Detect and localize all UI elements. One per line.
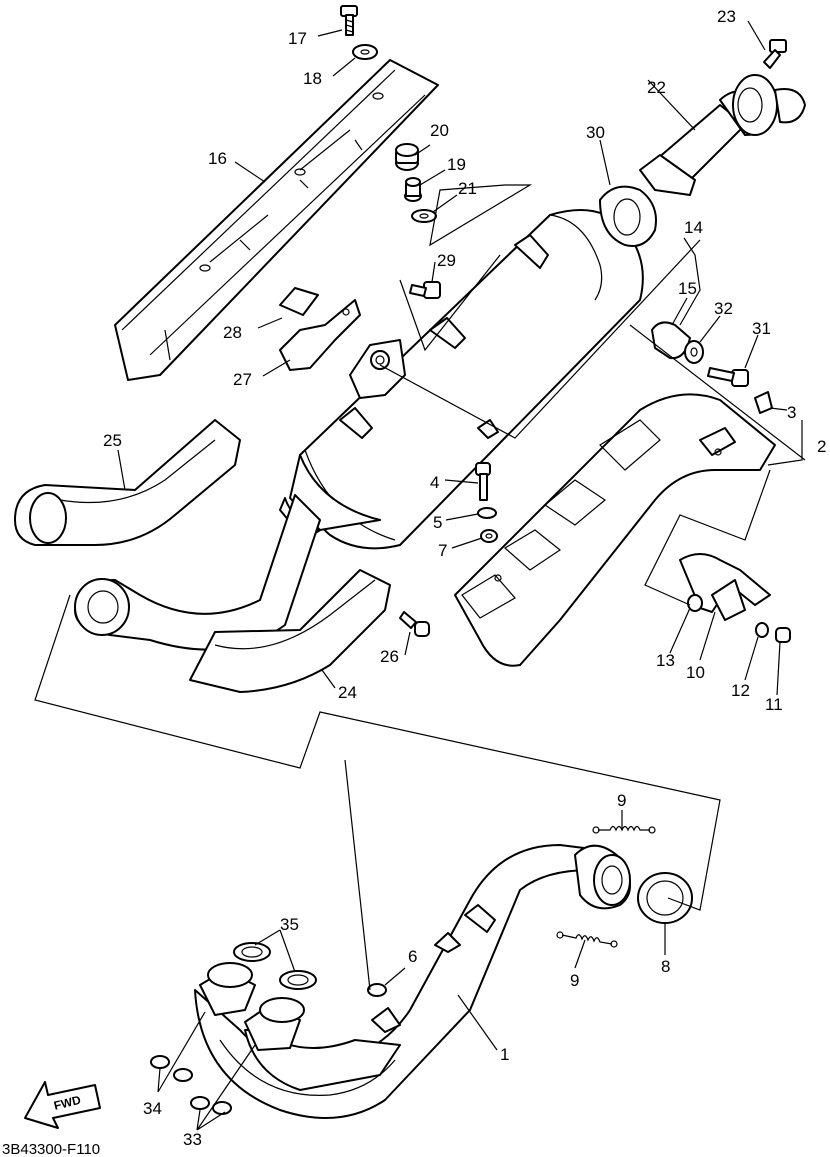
part-18-washer bbox=[352, 44, 378, 60]
part-29-bolt bbox=[409, 281, 441, 299]
part-32-washer bbox=[684, 340, 704, 364]
part-26-screw bbox=[399, 611, 430, 637]
part-33-nuts bbox=[190, 1096, 232, 1115]
part-31-bolt bbox=[707, 367, 749, 387]
callout-2: 2 bbox=[817, 437, 826, 456]
callout-9-lower: 9 bbox=[570, 971, 579, 990]
callout-1: 1 bbox=[500, 1045, 509, 1064]
callout-25: 25 bbox=[103, 431, 122, 450]
part-5-washer bbox=[477, 507, 497, 519]
callout-16: 16 bbox=[208, 149, 227, 168]
part-3-bracket-clip bbox=[754, 391, 773, 414]
part-22-tail-pipe bbox=[639, 74, 806, 196]
callout-6: 6 bbox=[408, 947, 417, 966]
callout-31: 31 bbox=[752, 319, 771, 338]
callout-3: 3 bbox=[787, 403, 796, 422]
part-30-gasket bbox=[599, 185, 657, 247]
callout-23: 23 bbox=[717, 7, 736, 26]
callout-18: 18 bbox=[303, 69, 322, 88]
part-9-spring-lower bbox=[556, 931, 618, 948]
part-4-screw bbox=[475, 462, 491, 501]
part-1-exhaust-pipe bbox=[194, 844, 631, 1119]
callout-33: 33 bbox=[183, 1130, 202, 1149]
callout-32: 32 bbox=[714, 299, 733, 318]
callout-13: 13 bbox=[656, 651, 675, 670]
part-11-bolt bbox=[775, 627, 791, 643]
diagram-code: 3B43300-F110 bbox=[2, 1141, 100, 1157]
part-17-bolt bbox=[340, 5, 358, 36]
callout-7: 7 bbox=[438, 541, 447, 560]
part-21-washer bbox=[411, 209, 437, 223]
callout-28: 28 bbox=[223, 323, 242, 342]
callout-34: 34 bbox=[143, 1099, 162, 1118]
part-24-cover bbox=[189, 569, 391, 693]
part-23-bolt bbox=[763, 39, 787, 69]
callout-4: 4 bbox=[430, 473, 439, 492]
part-16-heat-protector bbox=[114, 59, 439, 381]
callout-15: 15 bbox=[678, 279, 697, 298]
callout-8: 8 bbox=[661, 957, 670, 976]
callout-9-upper: 9 bbox=[617, 791, 626, 810]
callout-20: 20 bbox=[430, 121, 449, 140]
leader-lines bbox=[117, 20, 803, 1131]
part-2-protector bbox=[454, 393, 776, 667]
part-19-collar bbox=[404, 177, 422, 202]
callout-24: 24 bbox=[338, 683, 357, 702]
callout-35: 35 bbox=[280, 915, 299, 934]
part-12-washer bbox=[755, 622, 769, 638]
part-8-gasket bbox=[637, 872, 693, 924]
callout-19: 19 bbox=[447, 155, 466, 174]
callout-12: 12 bbox=[731, 681, 750, 700]
callout-26: 26 bbox=[380, 647, 399, 666]
part-7-grommet bbox=[480, 529, 498, 543]
callout-10: 10 bbox=[686, 663, 705, 682]
part-28-damper bbox=[279, 287, 319, 316]
callout-17: 17 bbox=[288, 29, 307, 48]
fwd-arrow-icon: FWD bbox=[24, 1081, 101, 1129]
callout-29: 29 bbox=[437, 251, 456, 270]
part-10-bracket bbox=[679, 553, 771, 621]
callout-labels: 1 2 3 4 5 6 7 8 9 9 10 11 12 13 14 15 16… bbox=[103, 7, 826, 1149]
part-20-grommet bbox=[395, 143, 419, 171]
callout-11: 11 bbox=[765, 695, 783, 714]
part-9-spring-upper bbox=[592, 825, 656, 834]
part-34-nuts bbox=[150, 1055, 193, 1082]
callout-30: 30 bbox=[586, 123, 605, 142]
part-13-collar bbox=[687, 594, 703, 612]
part-35-gaskets bbox=[233, 942, 317, 990]
assembly-frames bbox=[34, 184, 806, 991]
part-6-grommet bbox=[367, 983, 387, 997]
part-27-bracket bbox=[279, 299, 361, 371]
callout-14: 14 bbox=[684, 218, 703, 237]
fwd-label: FWD bbox=[52, 1093, 82, 1113]
callout-27: 27 bbox=[233, 370, 252, 389]
callout-21: 21 bbox=[458, 179, 477, 198]
callout-22: 22 bbox=[647, 78, 666, 97]
part-25-cover bbox=[14, 419, 241, 546]
callout-5: 5 bbox=[433, 513, 442, 532]
connecting-pipe bbox=[74, 494, 321, 651]
